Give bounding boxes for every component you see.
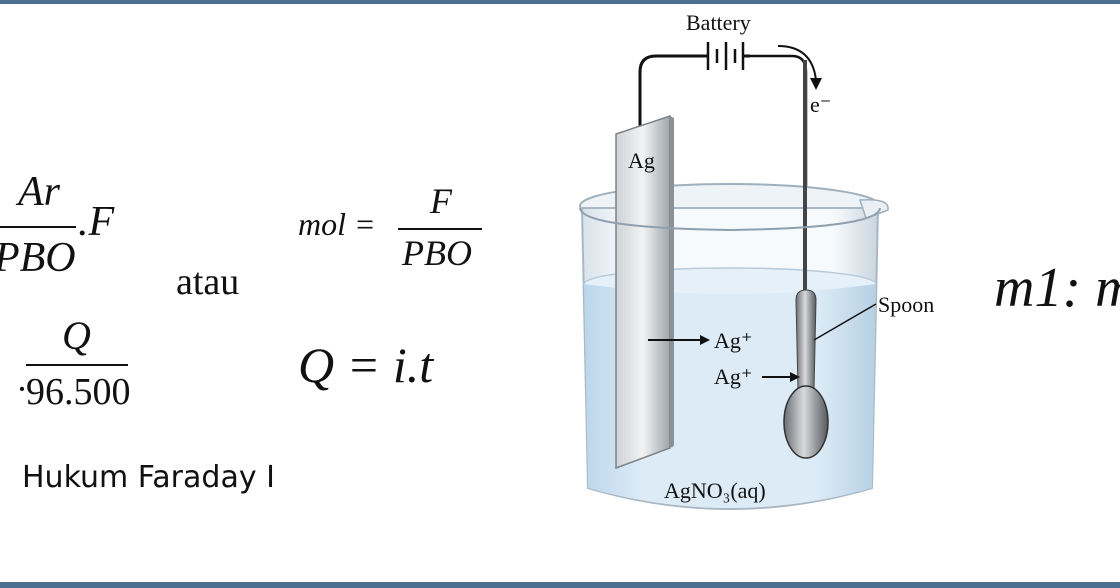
formula-ar-denominator: PBO bbox=[0, 235, 76, 281]
electrolysis-diagram: Battery e⁻ Ag Spoon Ag⁺ Ag⁺ AgNO₃(aq) bbox=[579, 10, 934, 510]
ion-arrow-to-spoon-icon bbox=[762, 372, 800, 382]
formula-m1-partial: m1: m bbox=[994, 257, 1120, 319]
ion-label-2: Ag⁺ bbox=[714, 364, 753, 389]
silver-electrode bbox=[615, 114, 674, 470]
electrode-label: Ag bbox=[628, 148, 655, 173]
bottom-border-bar bbox=[0, 582, 1120, 588]
spoon-cathode bbox=[783, 60, 829, 459]
battery-label: Battery bbox=[686, 10, 751, 35]
formula-q-lead-dot: · bbox=[16, 369, 28, 409]
formula-mol-numerator: F bbox=[430, 181, 452, 221]
electron-label: e⁻ bbox=[810, 92, 831, 117]
formula-mol-fraction-line bbox=[398, 228, 482, 230]
formula-mol-denominator: PBO bbox=[402, 233, 472, 273]
caption-hukum-faraday: Hukum Faraday I bbox=[22, 460, 275, 495]
formula-ar-numerator: Ar bbox=[18, 169, 60, 215]
formula-ar-fraction-line bbox=[0, 226, 76, 228]
spoon-label: Spoon bbox=[878, 292, 934, 317]
electron-arrow-icon bbox=[777, 45, 817, 81]
formula-q-equals-it: Q = i.t bbox=[298, 337, 434, 393]
formula-q-denominator: 96.500 bbox=[26, 371, 131, 413]
ion-arrow-icon bbox=[648, 335, 710, 345]
solution-label: AgNO₃(aq) bbox=[664, 478, 766, 503]
formula-mol-left: mol = bbox=[298, 206, 376, 242]
formula-q-numerator: Q bbox=[62, 313, 91, 358]
battery-icon bbox=[700, 42, 750, 70]
ion-label-1: Ag⁺ bbox=[714, 328, 753, 353]
top-border-bar bbox=[0, 0, 1120, 4]
formula-q-fraction-line bbox=[26, 364, 128, 366]
wire-left bbox=[638, 54, 700, 128]
formula-ar-tail: .F bbox=[78, 199, 115, 245]
connector-atau: atau bbox=[176, 261, 240, 303]
